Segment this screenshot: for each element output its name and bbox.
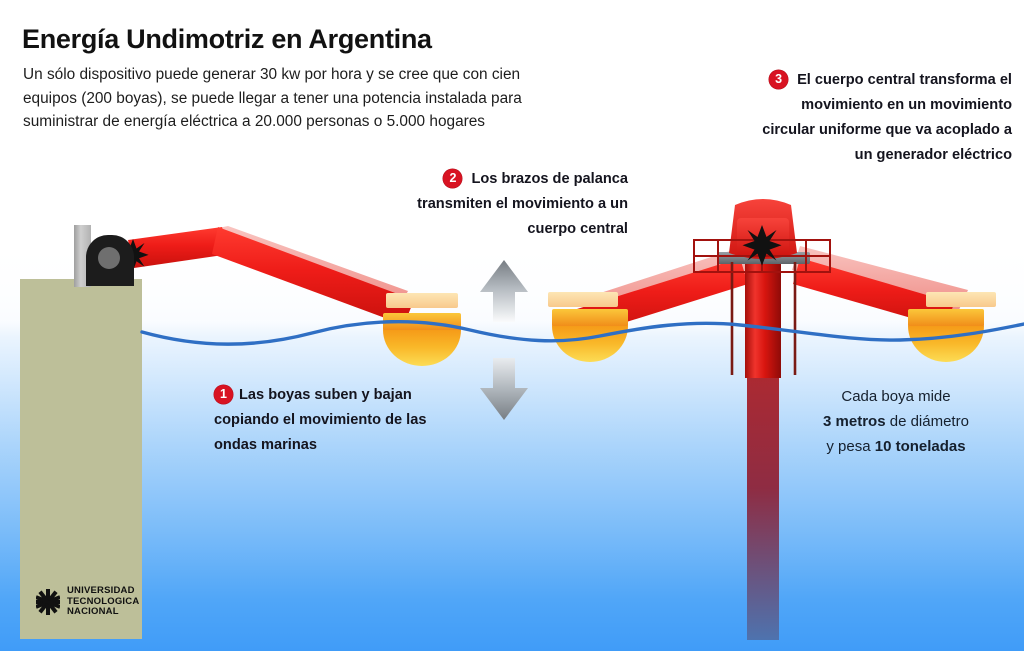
measurement-weight-label: y pesa — [826, 438, 875, 455]
utn-logo: UNIVERSIDAD TECNOLOGICA NACIONAL — [36, 585, 140, 618]
buoy-left — [383, 293, 461, 366]
motion-arrow-down-icon — [480, 358, 528, 420]
sea-wall — [20, 279, 142, 639]
measurement-diameter-value: 3 metros — [823, 413, 886, 430]
utn-logo-line-2: TECNOLOGICA — [67, 595, 140, 607]
utn-logo-text: UNIVERSIDAD TECNOLOGICA NACIONAL — [67, 585, 140, 618]
page-title: Energía Undimotriz en Argentina — [22, 24, 432, 54]
utn-logo-line-1: UNIVERSIDAD — [67, 585, 135, 596]
buoy-measurement-note: Cada boya mide 3 metros de diámetro y pe… — [796, 384, 996, 459]
sunburst-icon — [36, 588, 60, 615]
page-subtitle: Un sólo dispositivo puede generar 30 kw … — [23, 66, 522, 130]
callout-2-text: Los brazos de palanca transmiten el movi… — [417, 171, 628, 237]
measurement-line-1: Cada boya mide — [841, 388, 951, 405]
measurement-diameter-label: de diámetro — [885, 413, 969, 430]
central-tower — [693, 199, 831, 640]
measurement-weight-value: 10 toneladas — [874, 438, 966, 455]
callout-3-text: El cuerpo central transforma el movimien… — [762, 72, 1012, 163]
wave-line — [140, 319, 1024, 346]
motion-arrow-up-icon — [480, 260, 528, 322]
buoy-center — [548, 292, 628, 362]
callout-3-badge: 3 — [769, 70, 789, 89]
rotation-star-icon-tower — [742, 225, 782, 266]
pivot-hub — [98, 247, 120, 269]
left-lever-arm — [128, 227, 414, 325]
callout-1-text: Las boyas suben y bajan copiando el movi… — [214, 387, 427, 453]
utn-logo-line-3: NACIONAL — [67, 606, 119, 617]
callout-1-badge: 1 — [214, 385, 233, 404]
callout-2-badge: 2 — [443, 169, 463, 188]
